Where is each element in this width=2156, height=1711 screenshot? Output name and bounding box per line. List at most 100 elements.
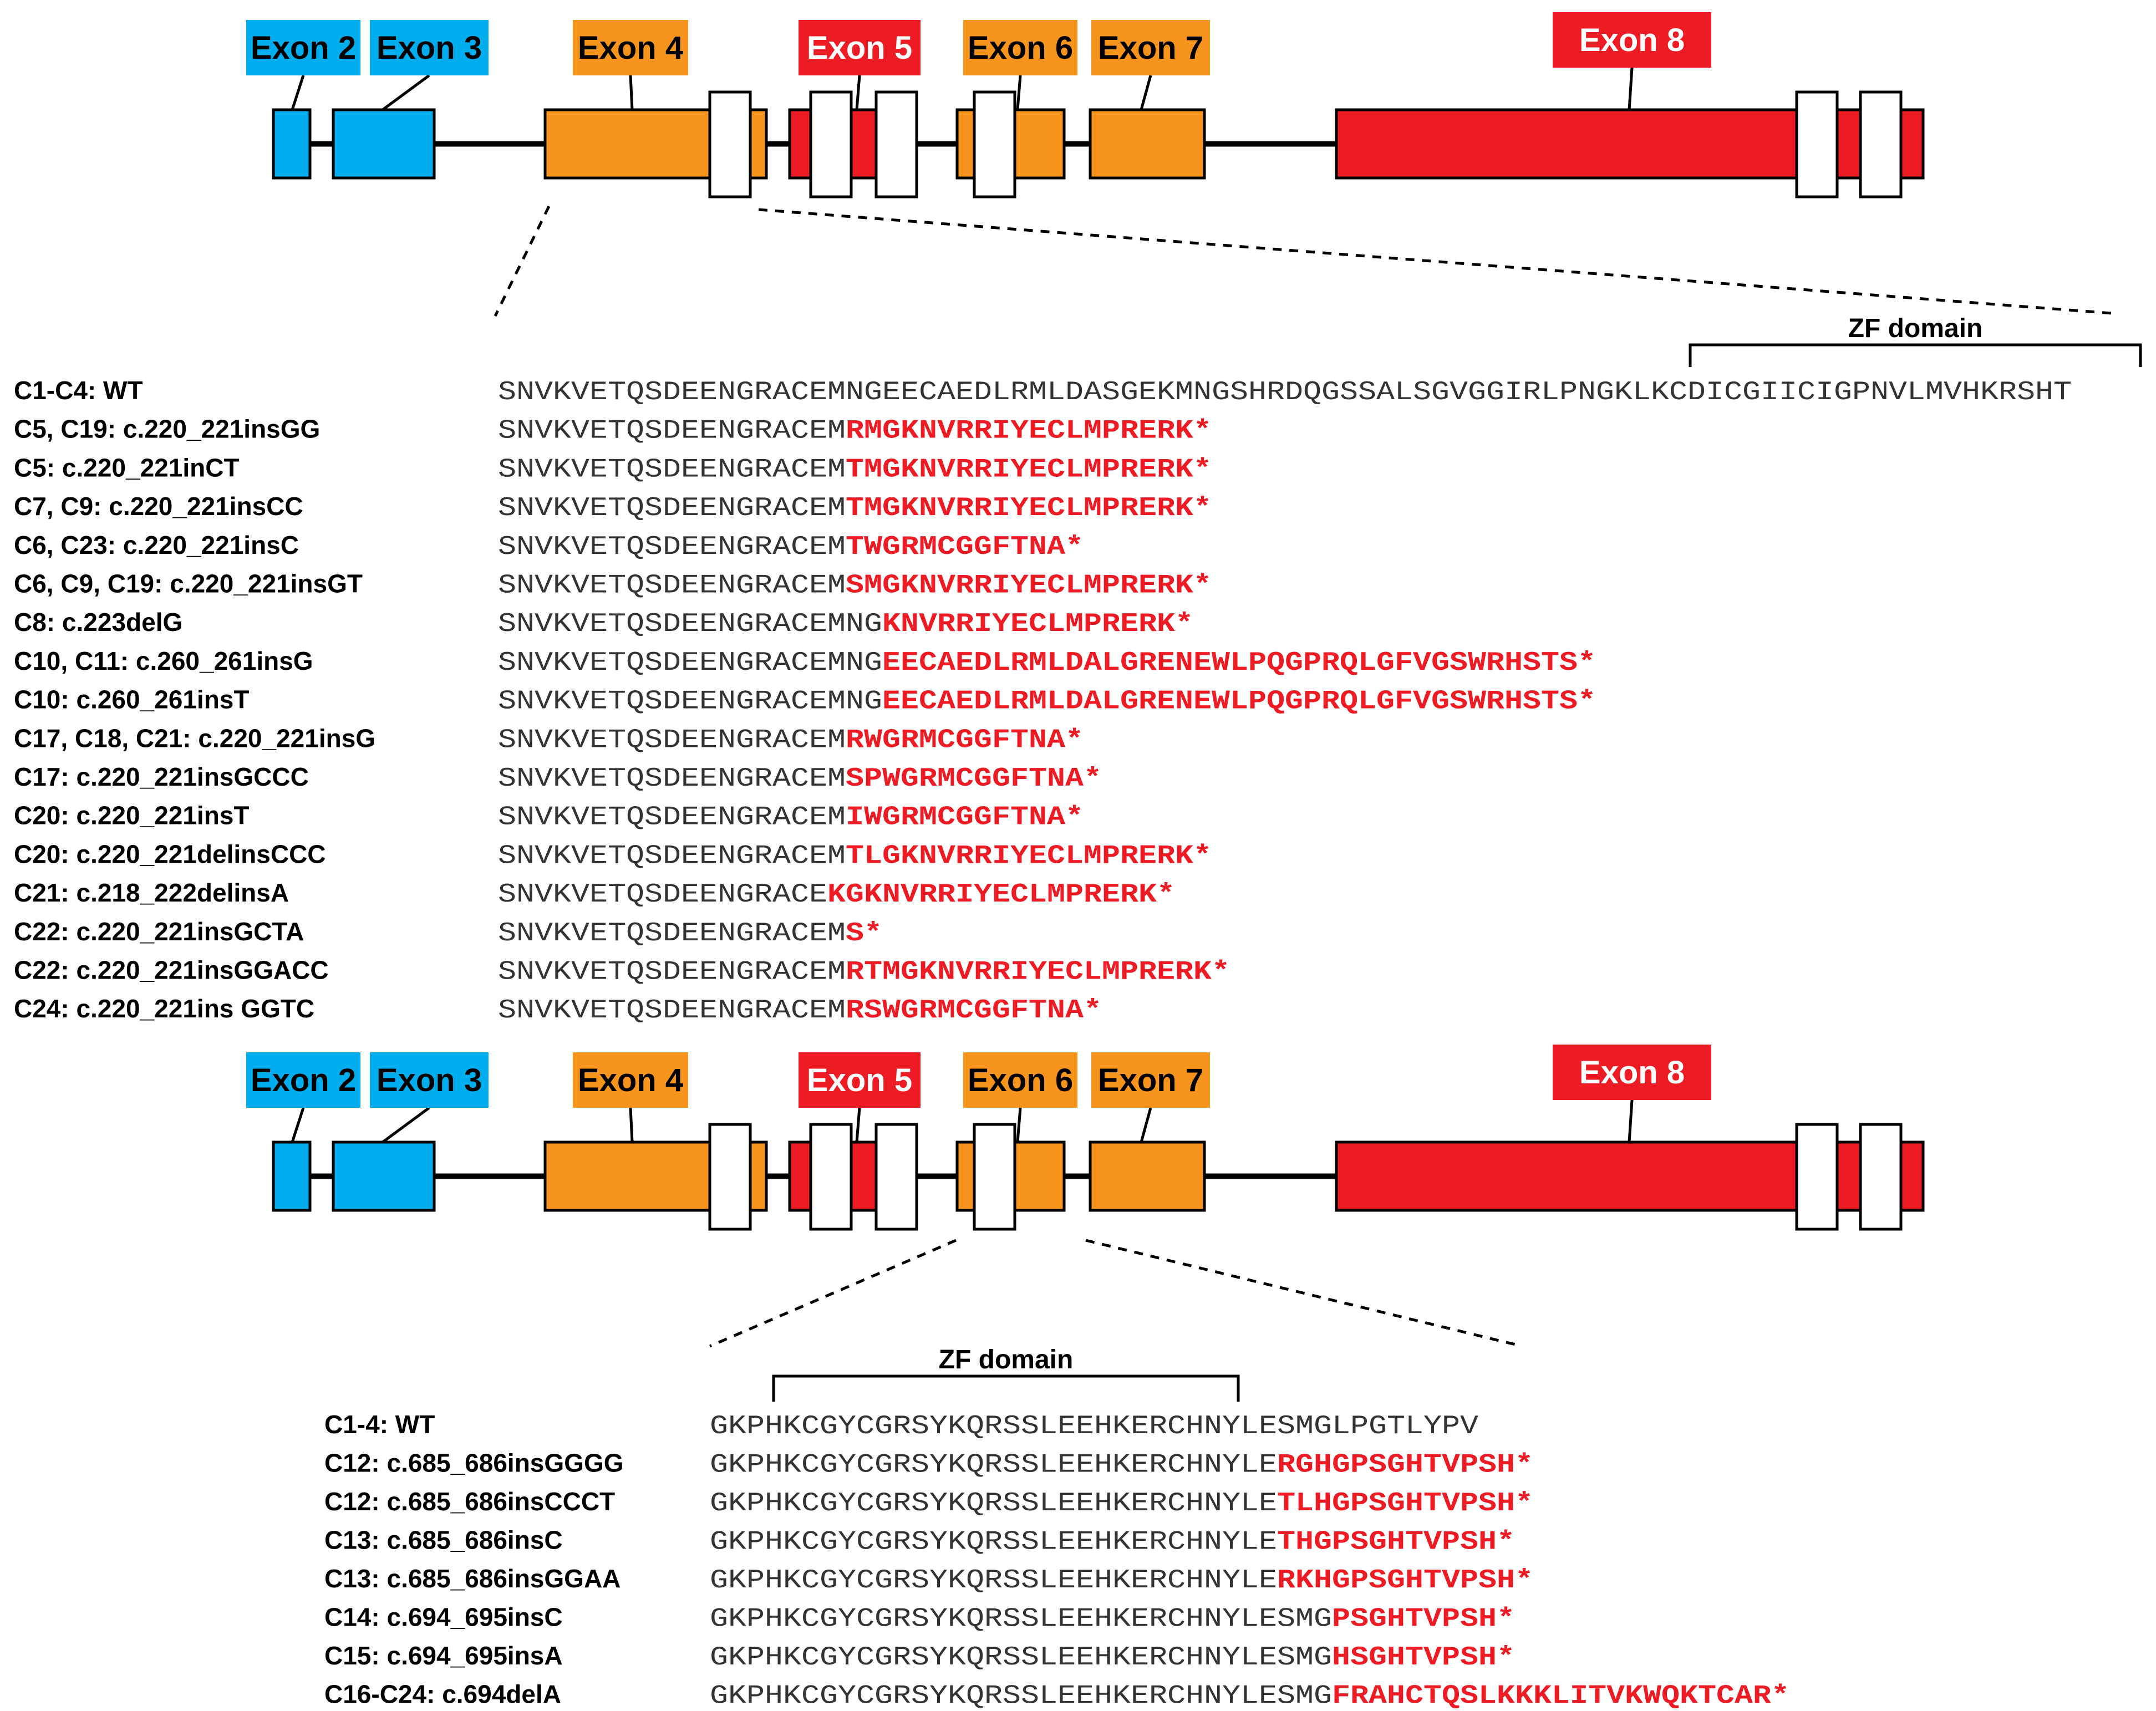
mutant-sequence: RKHGPSGHTVPSH* [1277,1566,1533,1596]
exon-label-box [1553,12,1711,68]
exon-connector-line [1140,1107,1152,1143]
exon-connector-line [291,75,305,110]
wildtype-sequence: SNVKVETQSDEENGRACEM [498,725,846,755]
sequence-rows-bottom: C1-4: WT GKPHKCGYCGRSYKQRSSLEEHKERCHNYLES… [324,1410,1789,1711]
exon-label-box [963,20,1077,75]
mutant-sequence: KNVRRIYECLMPRERK* [882,609,1193,639]
exon-connector-line [1628,1099,1634,1143]
exon-connector-line [855,75,861,110]
row-label: C10, C11: c.260_261insG [14,646,313,675]
row-label: C10: c.260_261insT [14,685,250,714]
mutant-sequence: TLGKNVRRIYECLMPRERK* [846,841,1212,871]
row-label: C7, C9: c.220_221insCC [14,492,303,521]
exon-label-box [370,1052,489,1108]
row-label: C20: c.220_221insT [14,801,250,830]
mutant-sequence: THGPSGHTVPSH* [1277,1527,1515,1557]
wildtype-sequence: GKPHKCGYCGRSYKQRSSLEEHKERCHNYLESMG [710,1605,1332,1634]
exon-label-box [246,20,360,75]
domain-marker-box-6 [1859,90,1903,198]
wildtype-sequence: SNVKVETQSDEENGRACEM [498,919,846,949]
row-label: C22: c.220_221insGGACC [14,956,329,985]
exon-label-box [963,1052,1077,1108]
row-label: C17: c.220_221insGCCC [14,762,309,791]
wildtype-sequence: SNVKVETQSDEENGRACEM [498,764,846,794]
exon-label: Exon 6 [968,30,1073,66]
mutant-sequence: TWGRMCGGFTNA* [846,532,1084,562]
row-label: C22: c.220_221insGCTA [14,917,304,946]
wildtype-sequence: SNVKVETQSDEENGRACEM [498,841,846,871]
domain-marker-box-5 [1795,90,1839,198]
exon-3-box [332,108,436,180]
exon-label-box [573,1052,688,1108]
exon-2-box [272,1140,312,1212]
domain-marker-box-3 [874,90,918,198]
wildtype-sequence: SNVKVETQSDEENGRACEMNGEECAEDLRMLDASGEKMNG… [498,378,2072,408]
zf-domain-bracket-bottom: ZF domain [772,1345,1240,1402]
exon-3-box [332,1140,436,1212]
row-label: C1-4: WT [324,1410,435,1439]
exon-label: Exon 5 [807,1062,912,1098]
zoom-dashed-line [494,205,551,317]
exon-label-box [370,20,489,75]
domain-marker-box-5 [1795,1123,1839,1231]
exon-label-box [799,20,921,75]
exon-label-box [246,1052,360,1108]
mutant-sequence: FRAHCTQSLKKKLITVKWQKTCAR* [1332,1682,1789,1711]
zoom-dashed-line [709,1239,957,1348]
exon-connector-line [382,74,430,111]
exon-label: Exon 4 [578,1062,683,1098]
row-label: C21: c.218_222delinsA [14,878,289,907]
exon-label-box [1553,1045,1711,1100]
wildtype-sequence: GKPHKCGYCGRSYKQRSSLEEHKERCHNYLE [710,1489,1277,1519]
row-label: C24: c.220_221ins GGTC [14,994,314,1023]
wildtype-sequence: GKPHKCGYCGRSYKQRSSLEEHKERCHNYLE [710,1450,1277,1480]
zoom-dashed-line [758,208,2112,315]
row-label: C1-C4: WT [14,376,143,405]
exon-label: Exon 7 [1098,30,1203,66]
mutant-sequence: RTMGKNVRRIYECLMPRERK* [846,958,1230,987]
row-label: C16-C24: c.694delA [324,1680,561,1709]
sequence-text: GKPHKCGYCGRSYKQRSSLEEHKERCHNYLESMGLPGTLY… [710,1412,1478,1442]
exon-connector-line [855,1107,861,1143]
mutant-sequence: RMGKNVRRIYECLMPRERK* [846,416,1212,446]
wildtype-sequence: SNVKVETQSDEENGRACEM [498,532,846,562]
exon-connector-line [629,75,634,110]
mutant-sequence: SMGKNVRRIYECLMPRERK* [846,571,1212,601]
exon-connector-line [1016,1107,1022,1143]
row-label: C13: c.685_686insGGAA [324,1564,621,1593]
exon-label-box [1091,20,1210,75]
exon-connector-line [1140,75,1152,110]
domain-marker-box-4 [973,1123,1016,1231]
row-label: C12: c.685_686insGGGG [324,1449,624,1478]
domain-marker-box-4 [973,90,1016,198]
mutant-sequence: KGKNVRRIYECLMPRERK* [827,880,1175,910]
exon-label: Exon 2 [251,1062,356,1098]
zoom-dashed-line [1085,1239,1523,1348]
exon-label: Exon 4 [578,30,683,66]
domain-marker-box-1 [708,90,752,198]
exon-connector-line [382,1106,430,1144]
wildtype-sequence: SNVKVETQSDEENGRACEMNG [498,609,882,639]
exon-connector-line [291,1107,305,1143]
row-label: C13: c.685_686insC [324,1526,563,1555]
wildtype-sequence: SNVKVETQSDEENGRACEM [498,958,846,987]
domain-marker-box-1 [708,1123,752,1231]
exon-2-box [272,108,312,180]
row-label: C12: c.685_686insCCCT [324,1487,615,1516]
domain-marker-box-2 [809,1123,853,1231]
domain-marker-box-2 [809,90,853,198]
